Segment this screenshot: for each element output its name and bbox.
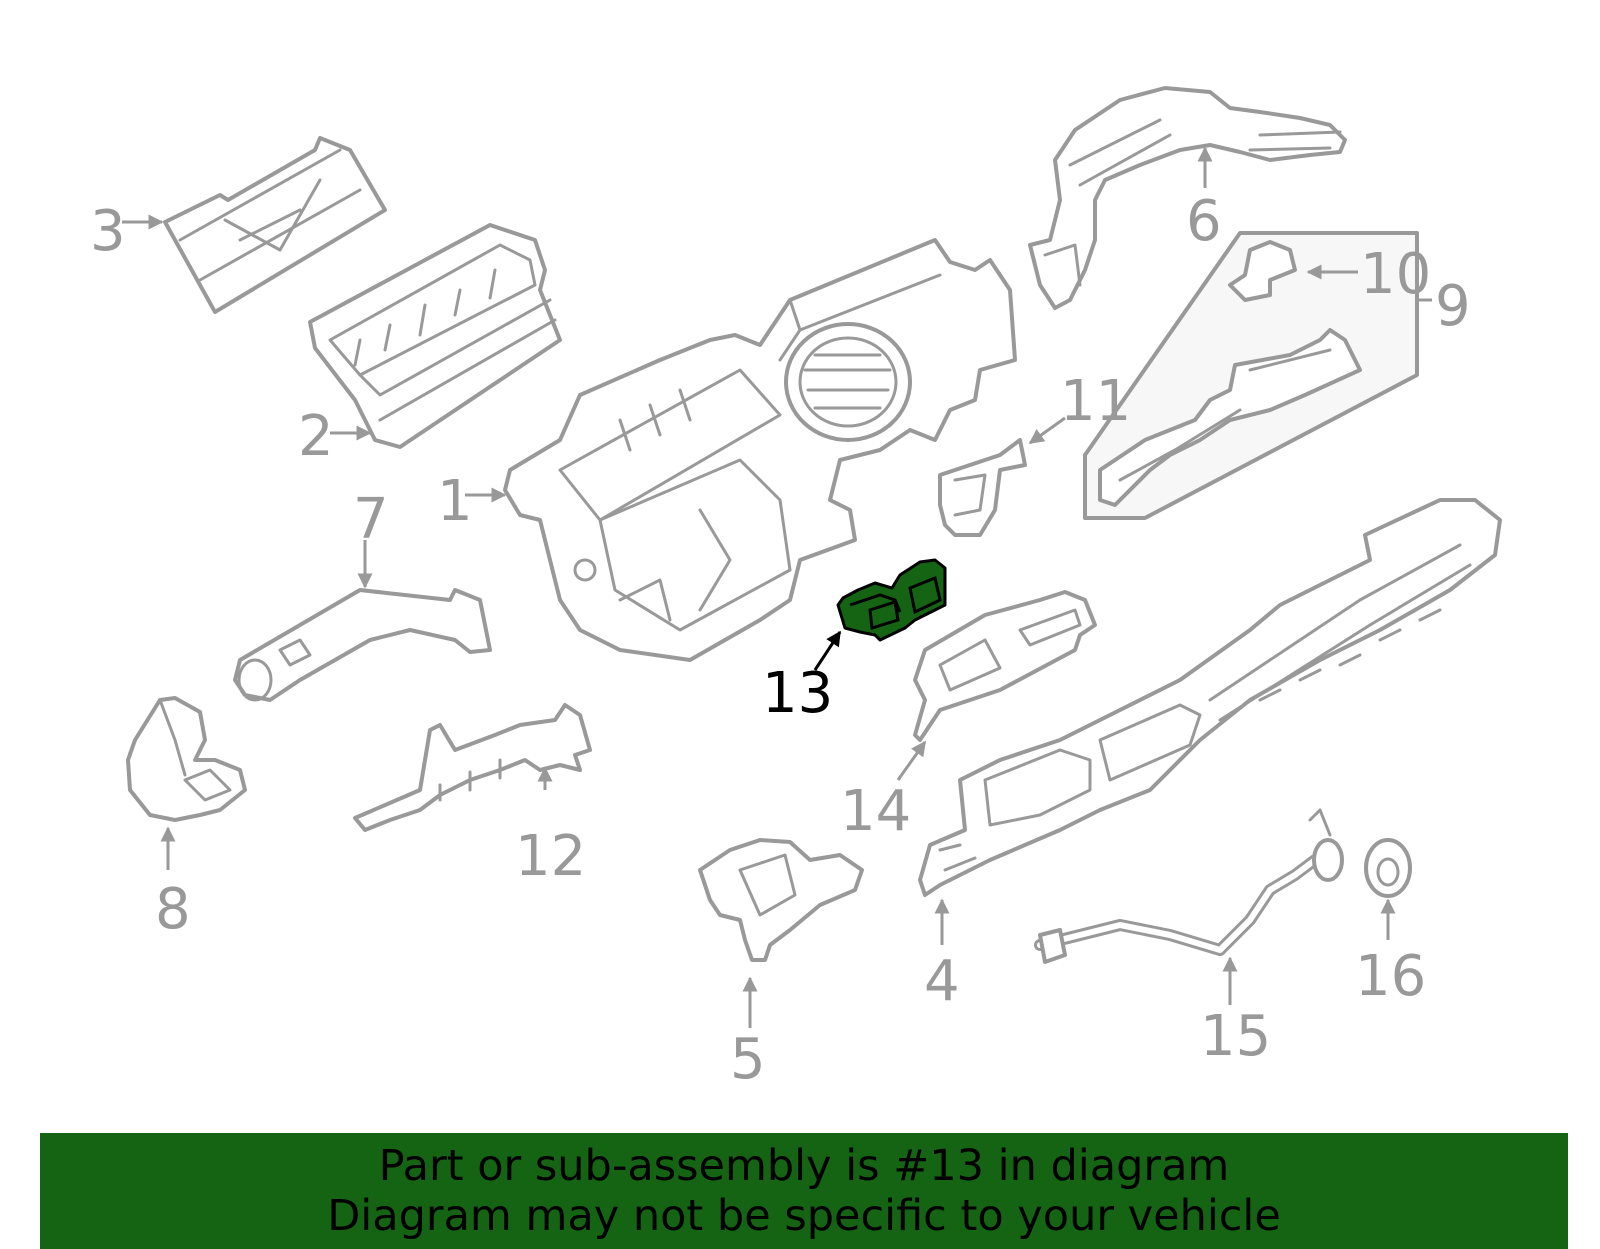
info-banner: Part or sub-assembly is #13 in diagram D… (40, 1133, 1568, 1249)
banner-line-part: Part or sub-assembly is #13 in diagram (378, 1141, 1230, 1191)
leader-14 (896, 740, 927, 781)
banner-line-disclaimer: Diagram may not be specific to your vehi… (327, 1191, 1281, 1241)
part-9-drawing (1083, 231, 1419, 520)
callout-9: 9 (1435, 274, 1471, 339)
part-8-drawing (126, 696, 247, 822)
part-2-drawing (308, 223, 562, 449)
callout-13: 13 (762, 661, 833, 726)
part-13-drawing (836, 558, 947, 642)
part-14-drawing (913, 590, 1097, 742)
callout-10: 10 (1360, 242, 1431, 307)
part-15-drawing (1034, 808, 1344, 964)
callout-16: 16 (1355, 944, 1426, 1009)
callout-14: 14 (840, 779, 911, 844)
leader-11 (1028, 416, 1066, 445)
part-1-drawing (503, 238, 1017, 662)
part-7-drawing (233, 588, 492, 702)
callout-5: 5 (730, 1027, 766, 1092)
part-11-drawing (938, 438, 1027, 537)
callout-2: 2 (298, 404, 334, 469)
callout-labels: 1 2 3 4 5 6 7 8 9 10 11 12 13 14 15 16 (90, 189, 1471, 1092)
callout-4: 4 (924, 949, 960, 1014)
callout-15: 15 (1200, 1004, 1271, 1069)
part-12-drawing (353, 703, 592, 832)
callout-12: 12 (515, 824, 586, 889)
callout-8: 8 (155, 877, 191, 942)
part-5-drawing (698, 838, 864, 962)
part-6-drawing (1028, 86, 1347, 310)
callout-1: 1 (437, 469, 473, 534)
part-3-drawing (163, 136, 387, 314)
part-16-drawing (1364, 838, 1412, 898)
callout-3: 3 (90, 199, 126, 264)
callout-7: 7 (353, 487, 389, 552)
leader-lines (122, 146, 1432, 1028)
part-4-drawing (918, 498, 1502, 897)
callout-11: 11 (1060, 369, 1131, 434)
leader-13 (813, 630, 842, 671)
callout-6: 6 (1186, 189, 1222, 254)
